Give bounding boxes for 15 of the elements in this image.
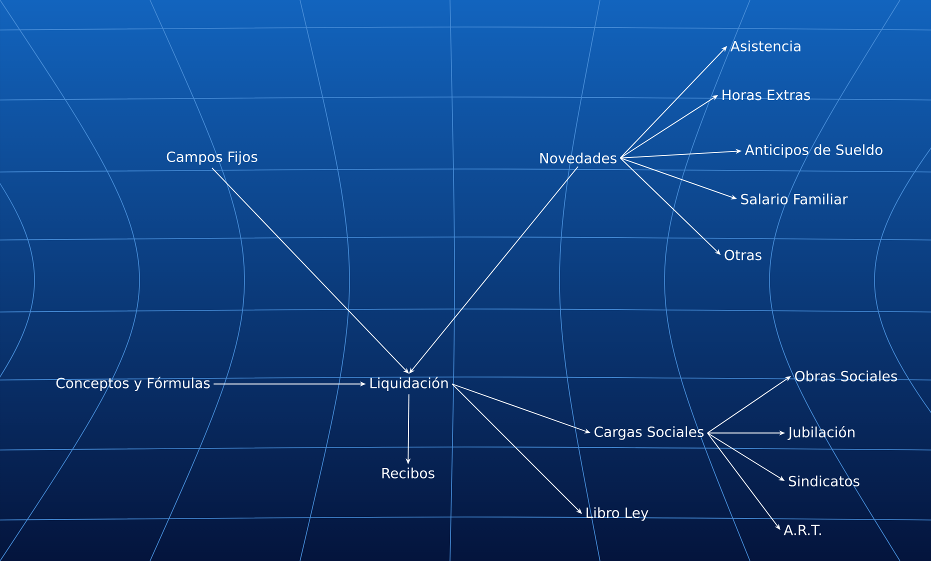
node-label: Obras Sociales [795, 370, 898, 382]
node-label: Novedades [540, 152, 616, 164]
node-label: Recibos [382, 468, 434, 478]
node-label: Salario Familiar [741, 194, 848, 204]
node-label: Horas Extras [722, 90, 810, 100]
node-label: A.R.T. [784, 524, 821, 536]
node-label: Sindicatos [788, 476, 860, 486]
node-label: Otras [724, 250, 762, 260]
node-label: Asistencia [730, 40, 800, 52]
node-label: Anticipos de Sueldo [744, 144, 882, 158]
node-label: Campos Fijos [166, 151, 258, 165]
node-label: Cargas Sociales [594, 426, 704, 440]
node-label: Jubilación [788, 426, 854, 440]
node-label: Liquidación [370, 376, 448, 392]
node-label: Conceptos y Fórmulas [56, 376, 210, 392]
